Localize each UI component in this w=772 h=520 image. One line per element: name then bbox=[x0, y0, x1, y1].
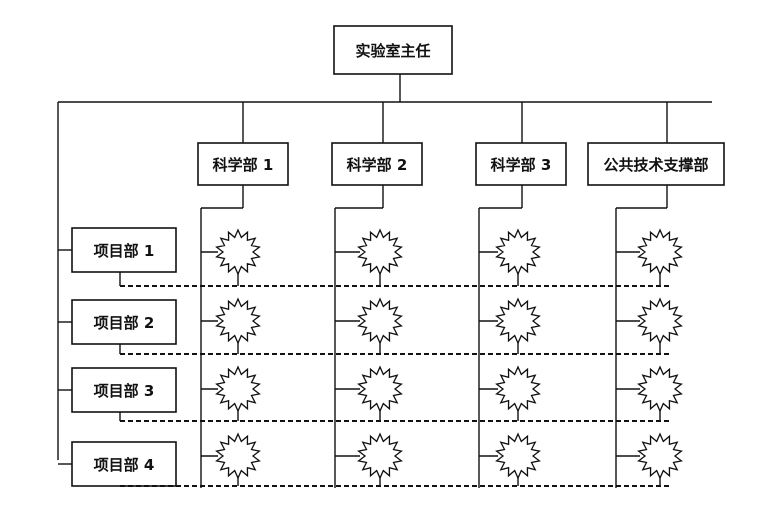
project-label-2: 项目部 2 bbox=[94, 314, 155, 332]
project-box-2 bbox=[71, 299, 177, 345]
department-label-1: 科学部 1 bbox=[213, 156, 274, 174]
department-box-2 bbox=[331, 142, 423, 186]
department-label-4: 公共技术支撑部 bbox=[603, 156, 708, 174]
department-label-2: 科学部 2 bbox=[347, 156, 408, 174]
starburst-icon bbox=[495, 297, 541, 345]
starburst-icon bbox=[495, 365, 541, 413]
starburst-icon bbox=[215, 228, 261, 276]
starburst-icon bbox=[215, 365, 261, 413]
starburst-icon bbox=[357, 365, 403, 413]
starburst-icon bbox=[495, 228, 541, 276]
project-column: 项目部 1 项目部 2 项目部 3 项目部 4 bbox=[71, 227, 177, 487]
director-label: 实验室主任 bbox=[355, 42, 430, 60]
project-label-1: 项目部 1 bbox=[94, 242, 155, 260]
starburst-icon bbox=[637, 432, 683, 480]
project-label-4: 项目部 4 bbox=[94, 456, 155, 474]
starburst-icon bbox=[637, 365, 683, 413]
starburst-icon bbox=[637, 297, 683, 345]
project-box-1 bbox=[71, 227, 177, 273]
department-box-4 bbox=[587, 142, 725, 186]
starburst-icon bbox=[215, 432, 261, 480]
matrix-connectors bbox=[58, 102, 683, 488]
starburst-icon bbox=[357, 228, 403, 276]
starburst-icon bbox=[357, 432, 403, 480]
department-box-3 bbox=[475, 142, 567, 186]
starburst-icon bbox=[357, 297, 403, 345]
starburst-icon bbox=[215, 297, 261, 345]
starburst-icon bbox=[637, 228, 683, 276]
director-box bbox=[333, 25, 453, 75]
department-row: 科学部 1 科学部 2 科学部 3 公共技术支撑部 bbox=[197, 142, 725, 186]
project-label-3: 项目部 3 bbox=[94, 382, 155, 400]
department-label-3: 科学部 3 bbox=[491, 156, 552, 174]
starburst-icon bbox=[495, 432, 541, 480]
director-node: 实验室主任 bbox=[333, 25, 453, 75]
top-connectors bbox=[57, 74, 712, 460]
